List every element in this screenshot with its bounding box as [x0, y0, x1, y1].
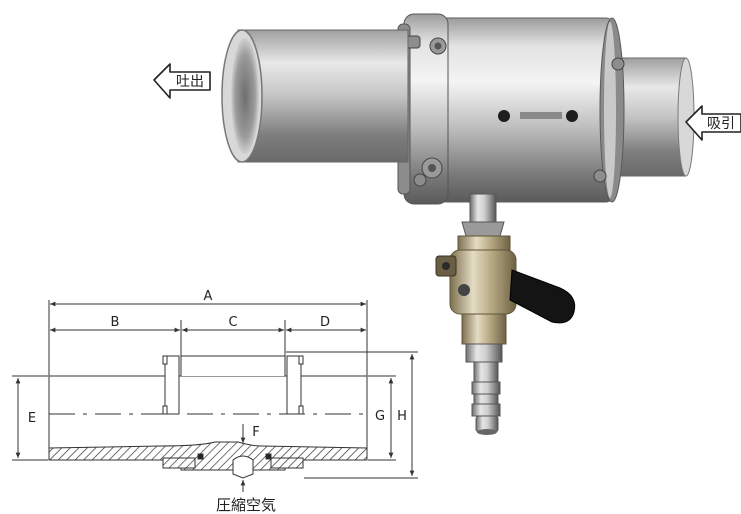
caption-compressed-air: 圧縮空気	[216, 496, 276, 514]
dimension-drawing	[12, 300, 418, 492]
outlet-arrow: 吐出	[153, 63, 211, 99]
dim-label-c: C	[228, 315, 237, 330]
dim-label-f: F	[252, 425, 259, 440]
inlet-arrow: 吸引	[685, 105, 741, 141]
dim-label-e: E	[28, 411, 36, 426]
outlet-pipe	[221, 29, 409, 163]
hose-barb	[461, 313, 507, 435]
valve-handle	[509, 269, 576, 324]
ball-valve	[435, 249, 517, 315]
main-body	[379, 13, 625, 205]
outlet-arrow-label: 吐出	[176, 74, 204, 90]
dimension-labels: A B C D E F G H 圧縮空気	[28, 289, 407, 514]
product-photo	[221, 13, 695, 435]
bolt-icon	[162, 453, 304, 469]
air-hole	[566, 110, 578, 122]
dim-label-b: B	[111, 315, 120, 330]
air-hole	[498, 110, 510, 122]
bolt-icon	[413, 157, 443, 187]
dim-label-g: G	[375, 409, 385, 424]
air-fitting	[457, 193, 511, 251]
inlet-arrow-label: 吸引	[707, 116, 735, 132]
bolt-icon	[593, 57, 625, 183]
dim-label-a: A	[204, 289, 213, 304]
dim-label-d: D	[320, 315, 330, 330]
dim-label-h: H	[397, 409, 407, 424]
